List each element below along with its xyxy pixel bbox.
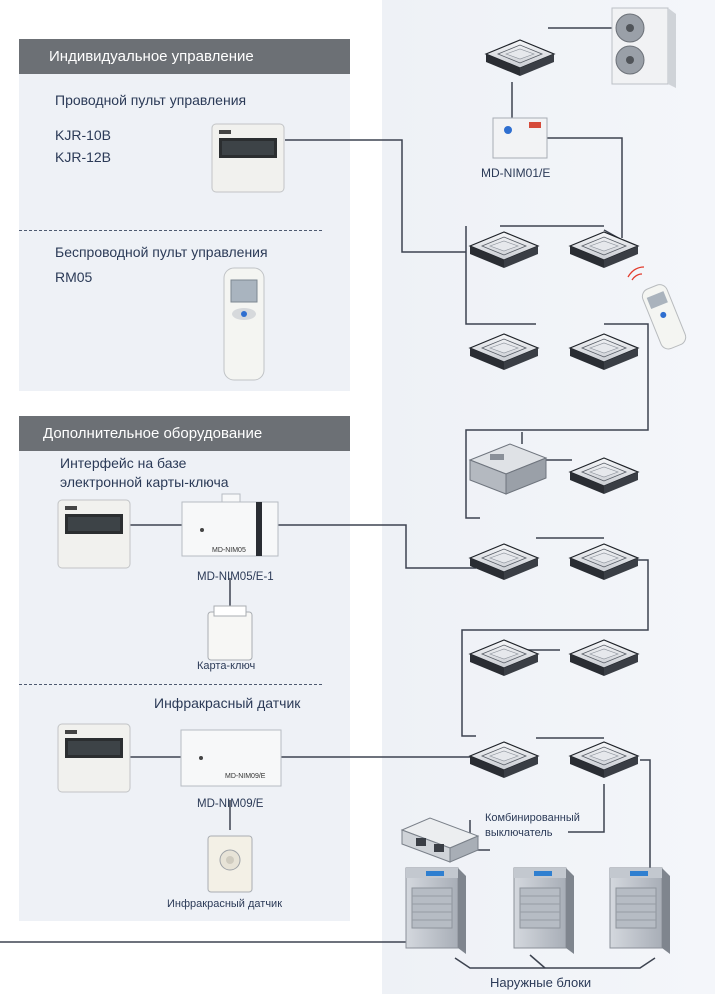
wireless-remote-title: Беспроводной пульт управления xyxy=(55,244,268,260)
wired-remote-ir xyxy=(57,723,131,793)
keycard-title-line1: Интерфейс на базе xyxy=(60,455,187,471)
section-divider-2 xyxy=(19,684,322,685)
keycard-module: MD-NIM05 xyxy=(181,493,279,557)
wiring xyxy=(0,27,656,969)
wireless-model: RM05 xyxy=(55,269,93,285)
individual-control-panel: Индивидуальное управление Проводной пуль… xyxy=(19,39,350,391)
control-box xyxy=(468,443,548,495)
wired-remote-1 xyxy=(211,123,285,193)
keycard-label: Карта-ключ xyxy=(197,660,256,672)
outdoor-units xyxy=(405,867,671,955)
keycard-holder xyxy=(207,605,253,661)
wireless-signal xyxy=(627,266,645,281)
combo-switch-unit xyxy=(400,817,480,863)
additional-equipment-header: Дополнительное оборудование xyxy=(19,416,350,451)
wired-model-1: KJR-10B xyxy=(55,127,112,143)
outdoor-unit-top xyxy=(611,7,676,88)
wired-remote-keycard xyxy=(57,499,131,569)
keycard-title-line2: электронной карты-ключа xyxy=(60,474,229,490)
wired-remote-title: Проводной пульт управления xyxy=(55,92,247,108)
wired-model-2: KJR-12B xyxy=(55,149,112,165)
ir-module-print: MD-NIM09/E xyxy=(225,773,266,780)
gateway-label: MD-NIM01/E xyxy=(481,166,551,180)
outdoor-units-label: Наружные блоки xyxy=(490,975,592,990)
ir-sensor-device xyxy=(207,835,253,893)
combo-switch-label-line1: Комбинированный xyxy=(485,812,580,824)
wireless-remote-network xyxy=(641,284,687,350)
individual-control-header: Индивидуальное управление xyxy=(19,39,350,74)
additional-equipment-title: Дополнительное оборудование xyxy=(43,425,263,442)
ir-module: MD-NIM09/E xyxy=(180,729,282,787)
ir-sensor-title: Инфракрасный датчик xyxy=(154,695,301,711)
keycard-module-print: MD-NIM05 xyxy=(212,547,246,554)
combo-switch-label-line2: выключатель xyxy=(485,827,553,839)
keycard-module-label: MD-NIM05/E-1 xyxy=(197,571,274,583)
section-divider xyxy=(19,230,322,231)
individual-control-title: Индивидуальное управление xyxy=(49,48,254,65)
ir-sensor-label: Инфракрасный датчик xyxy=(167,898,283,910)
wireless-remote-panel xyxy=(223,267,265,381)
gateway-module xyxy=(492,117,548,159)
